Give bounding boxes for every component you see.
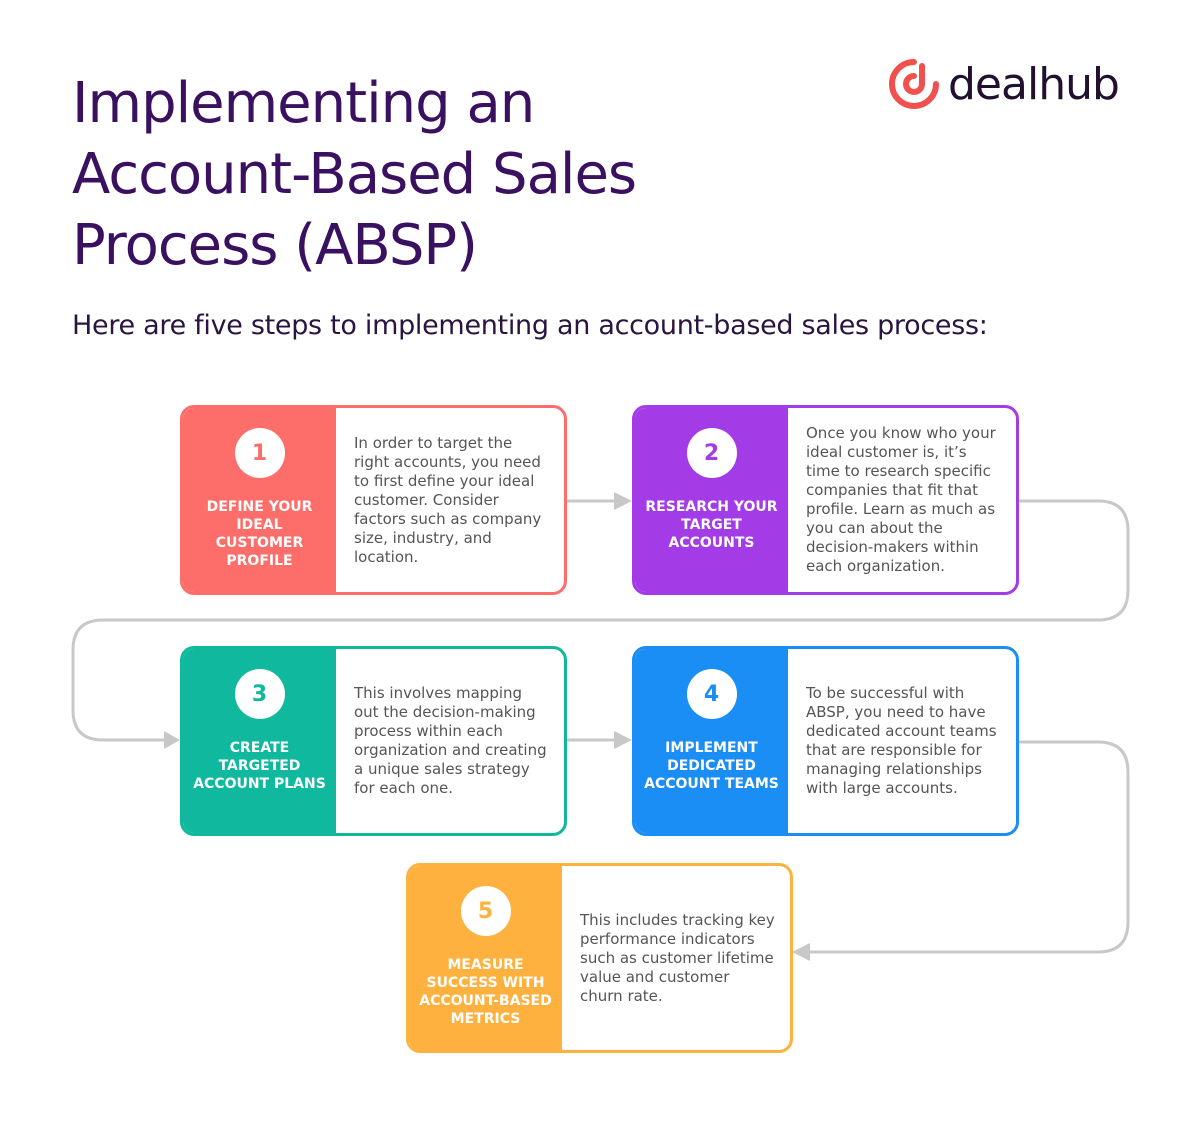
step-header: 2 RESEARCH YOUR TARGET ACCOUNTS [635,408,788,592]
step-number: 1 [234,428,285,478]
step-description: In order to target the right accounts, y… [336,408,564,592]
step-header: 4 IMPLEMENT DEDICATED ACCOUNT TEAMS [635,649,788,833]
step-label: CREATE TARGETED ACCOUNT PLANS [193,740,326,792]
step-description-text: Once you know who your ideal customer is… [806,424,996,575]
step-description: Once you know who your ideal customer is… [788,408,1016,592]
arrow-head [614,492,632,510]
step-number: 2 [686,428,737,478]
arrow-head [164,731,180,749]
step-description-text: To be successful with ABSP, you need to … [806,684,997,797]
step-label: IMPLEMENT DEDICATED ACCOUNT TEAMS [644,740,779,792]
step-card-2: 2 RESEARCH YOUR TARGET ACCOUNTS Once you… [632,405,1019,595]
step-description: This involves mapping out the decision-m… [336,649,564,833]
step-description-text: In order to target the right accounts, y… [354,433,542,566]
step-header: 5 MEASURE SUCCESS WITH ACCOUNT-BASED MET… [409,866,562,1050]
step-description-text: This involves mapping out the decision-m… [354,684,547,797]
step-label: DEFINE YOUR IDEAL CUSTOMER PROFILE [206,499,313,569]
step-description: To be successful with ABSP, you need to … [788,649,1016,833]
subtitle: Here are five steps to implementing an a… [72,310,988,341]
dealhub-logo-icon [889,59,939,109]
dealhub-logo: dealhub [888,58,1120,110]
step-description-text: This includes tracking key performance i… [580,910,775,1005]
arrow-head [614,731,632,749]
arrow-head [792,943,810,961]
logo-wordmark: dealhub [948,58,1120,110]
step-number: 5 [460,886,511,936]
step-label: RESEARCH YOUR TARGET ACCOUNTS [645,499,778,551]
step-number: 3 [234,669,285,719]
step-card-3: 3 CREATE TARGETED ACCOUNT PLANS This inv… [180,646,567,836]
step-header: 1 DEFINE YOUR IDEAL CUSTOMER PROFILE [183,408,336,592]
step-card-1: 1 DEFINE YOUR IDEAL CUSTOMER PROFILE In … [180,405,567,595]
step-card-4: 4 IMPLEMENT DEDICATED ACCOUNT TEAMS To b… [632,646,1019,836]
step-number: 4 [686,669,737,719]
step-description: This includes tracking key performance i… [562,866,790,1050]
step-label: MEASURE SUCCESS WITH ACCOUNT-BASED METRI… [419,957,552,1027]
step-header: 3 CREATE TARGETED ACCOUNT PLANS [183,649,336,833]
page-title: Implementing an Account-Based Sales Proc… [72,71,637,278]
step-card-5: 5 MEASURE SUCCESS WITH ACCOUNT-BASED MET… [406,863,793,1053]
